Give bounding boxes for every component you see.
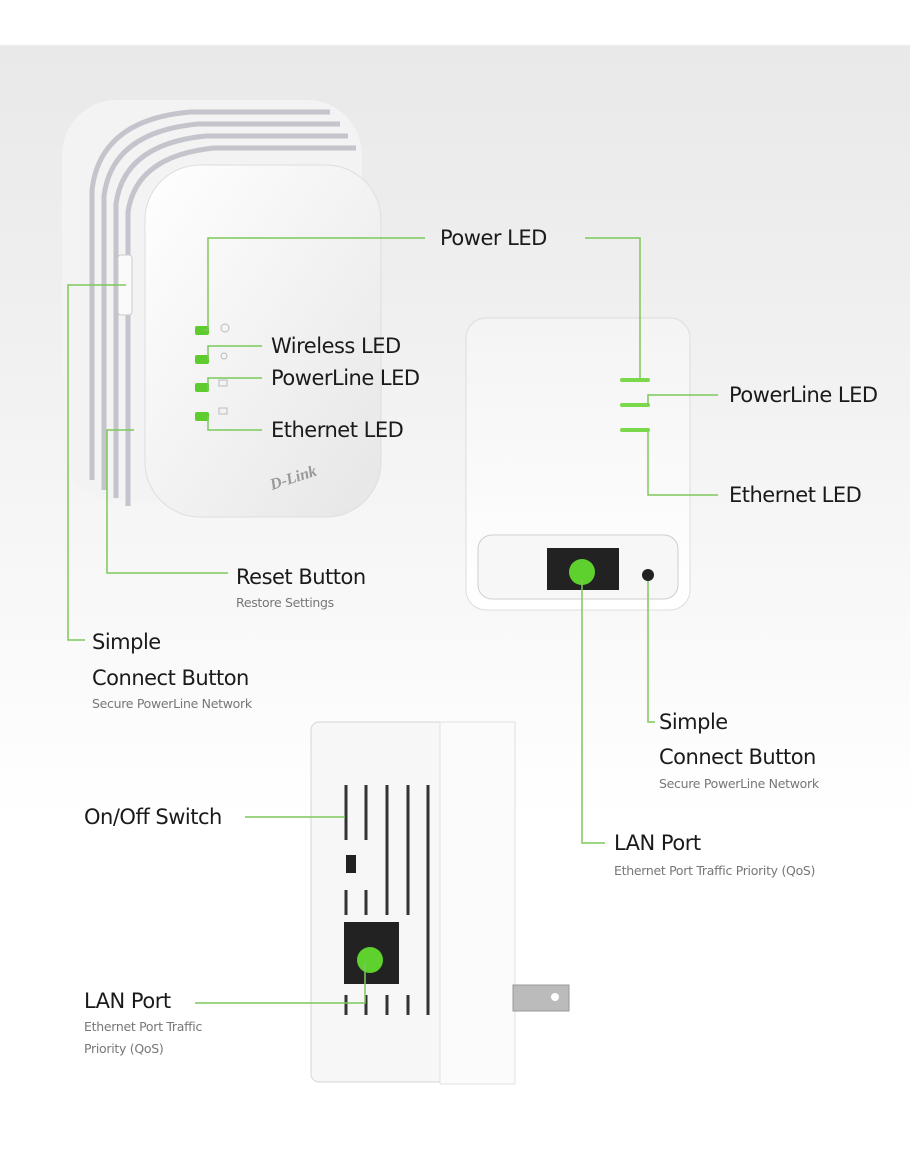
ethernet-led-right-label: Ethernet LED <box>729 483 862 507</box>
on-off-switch-label: On/Off Switch <box>84 805 222 829</box>
simple-connect-right-label-2: Connect Button <box>659 745 816 769</box>
front-device: D-Link <box>62 100 382 518</box>
simple-connect-right-label-1: Simple <box>659 710 728 734</box>
wireless-led-label: Wireless LED <box>271 334 401 358</box>
lan-port-right-sub: Ethernet Port Traffic Priority (QoS) <box>614 863 816 878</box>
lan-port-highlight <box>569 559 595 585</box>
reset-button-sub: Restore Settings <box>236 595 334 610</box>
ethernet-led-left-label: Ethernet LED <box>271 418 404 442</box>
reset-button-label: Reset Button <box>236 565 366 589</box>
lan-port-bottom-label: LAN Port <box>84 989 171 1013</box>
top-view-device <box>465 317 691 611</box>
power-plug-prong <box>512 984 570 1012</box>
powerline-led-left-label: PowerLine LED <box>271 366 420 390</box>
led-icons <box>218 323 230 415</box>
lan-port-bottom-sub-2: Priority (QoS) <box>84 1041 164 1056</box>
powerline-led-right-label: PowerLine LED <box>729 383 878 407</box>
on-off-switch[interactable] <box>346 855 356 873</box>
lan-port-right-label: LAN Port <box>614 831 701 855</box>
power-led-label: Power LED <box>440 226 547 250</box>
simple-connect-button-dot[interactable] <box>642 569 654 581</box>
callout-lines <box>67 237 718 1004</box>
simple-connect-left-label-2: Connect Button <box>92 666 249 690</box>
side-view-device <box>310 721 570 1085</box>
simple-connect-left-label-1: Simple <box>92 630 161 654</box>
lan-port-bottom-sub-1: Ethernet Port Traffic <box>84 1019 203 1034</box>
simple-connect-left-sub: Secure PowerLine Network <box>92 696 252 711</box>
simple-connect-right-sub: Secure PowerLine Network <box>659 776 819 791</box>
